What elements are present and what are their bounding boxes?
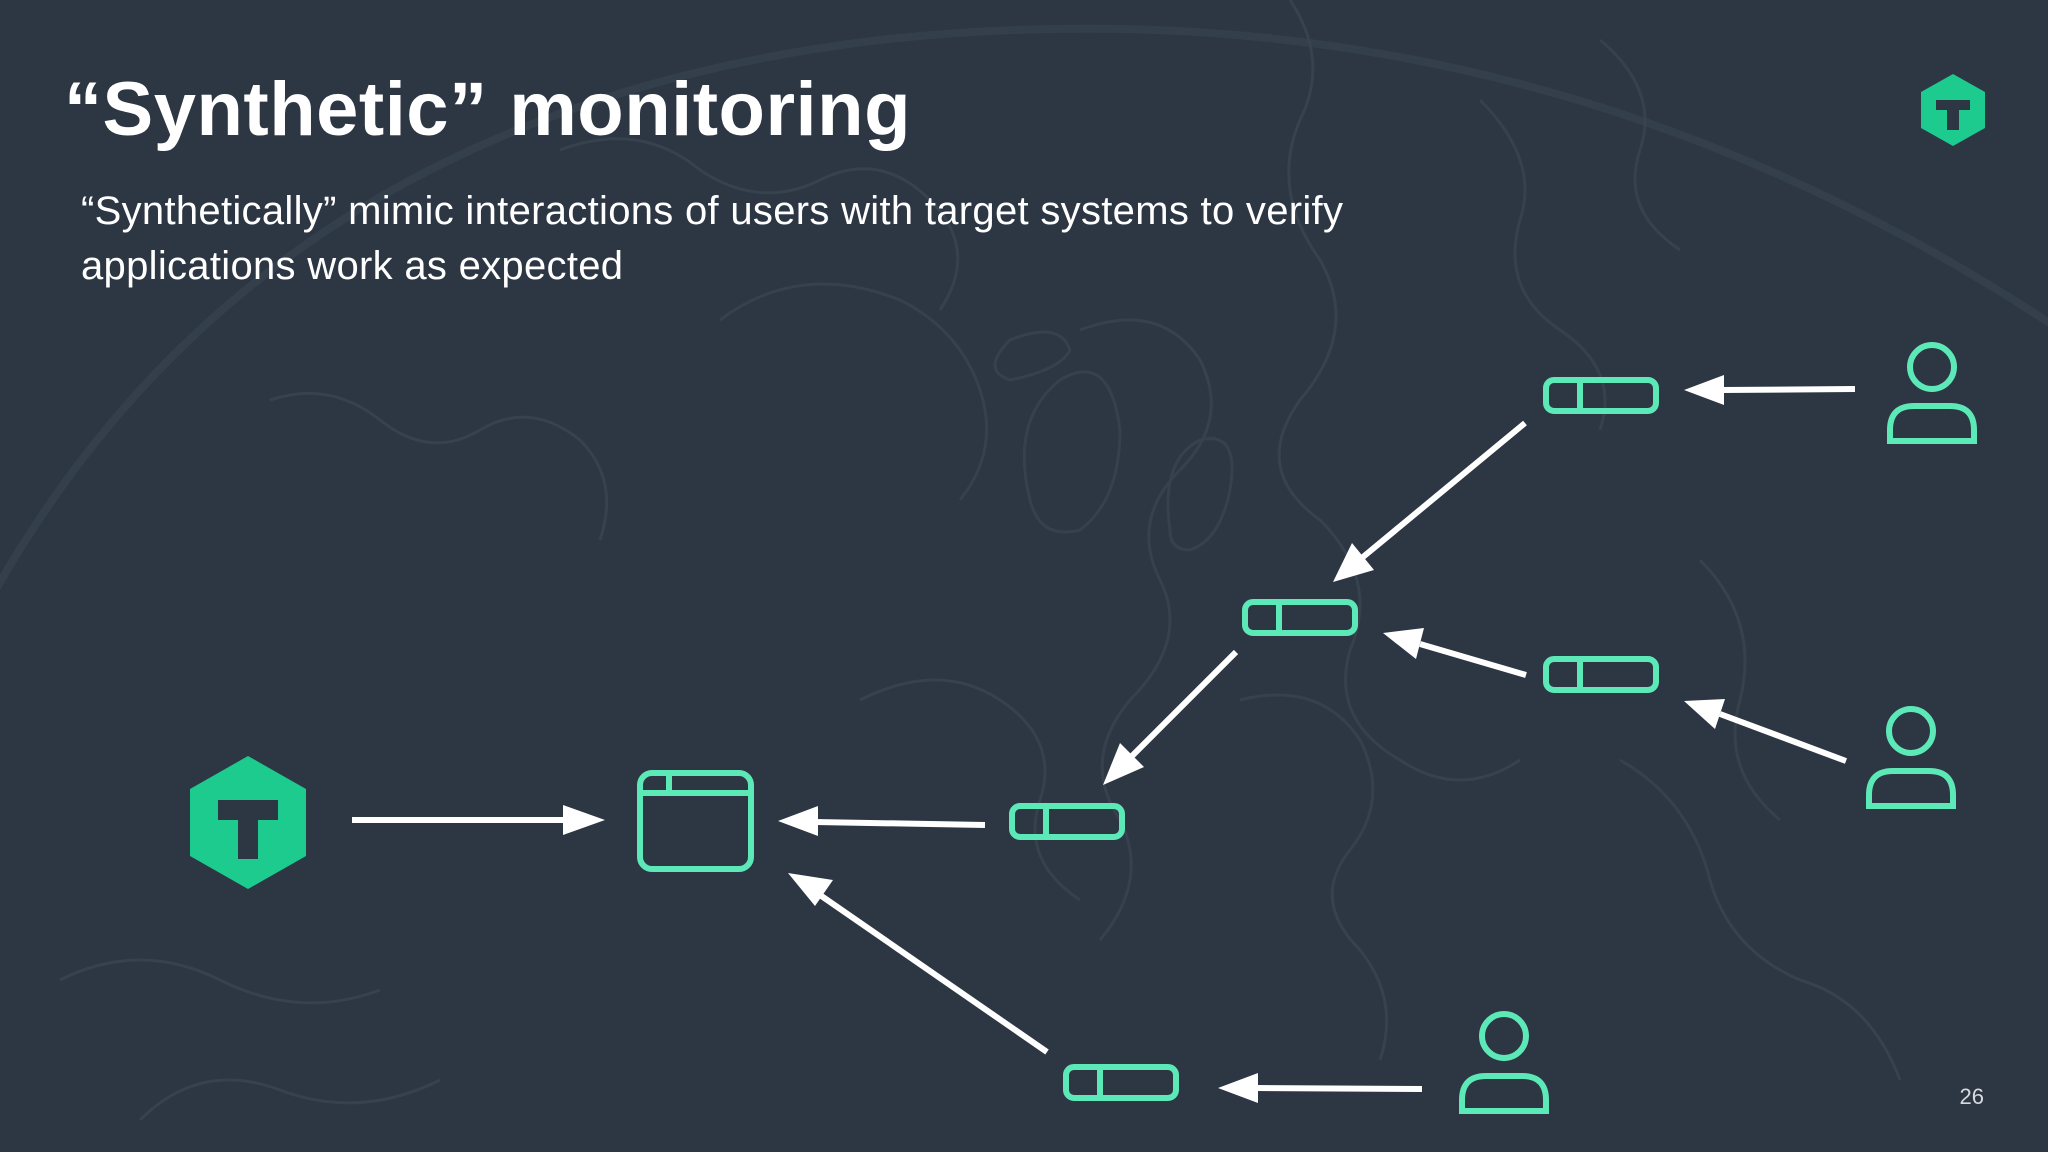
arrow-service-d-to-service-b: [1383, 628, 1527, 678]
service-pill-icon-e: [1063, 1064, 1179, 1101]
service-pill-icon-c: [1543, 377, 1659, 414]
arrow-service-b-to-service-a: [1103, 649, 1239, 785]
service-pill-icon-a: [1009, 803, 1125, 840]
slide-title: “Synthetic” monitoring: [64, 67, 911, 152]
page-number: 26: [1959, 1084, 1984, 1109]
browser-window-icon: [637, 770, 754, 872]
arrow-user-2-to-service-d: [1684, 699, 1848, 764]
arrow-service-a-to-app: [778, 806, 986, 836]
slide-subtitle: “Synthetically” mimic interactions of us…: [81, 189, 1344, 288]
user-icon-3: [1459, 1011, 1549, 1114]
user-icon-2: [1866, 706, 1956, 809]
arrow-service-e-to-app: [788, 873, 1049, 1055]
brand-logo-icon: [1921, 74, 1985, 146]
monitoring-logo-icon: [190, 756, 306, 889]
arrow-user-1-to-service-c: [1684, 375, 1856, 405]
user-icon-1: [1887, 342, 1977, 444]
service-pill-icon-b: [1242, 599, 1358, 636]
service-pill-icon-d: [1543, 656, 1659, 693]
arrow-user-3-to-service-e: [1218, 1073, 1423, 1103]
arrow-service-c-to-service-b: [1333, 420, 1527, 582]
arrow-monitor-to-app: [352, 805, 605, 835]
